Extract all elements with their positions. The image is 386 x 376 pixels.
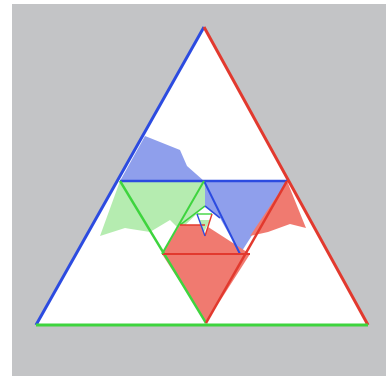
nested-triangle-diagram xyxy=(0,0,386,376)
figure-frame xyxy=(0,0,386,376)
